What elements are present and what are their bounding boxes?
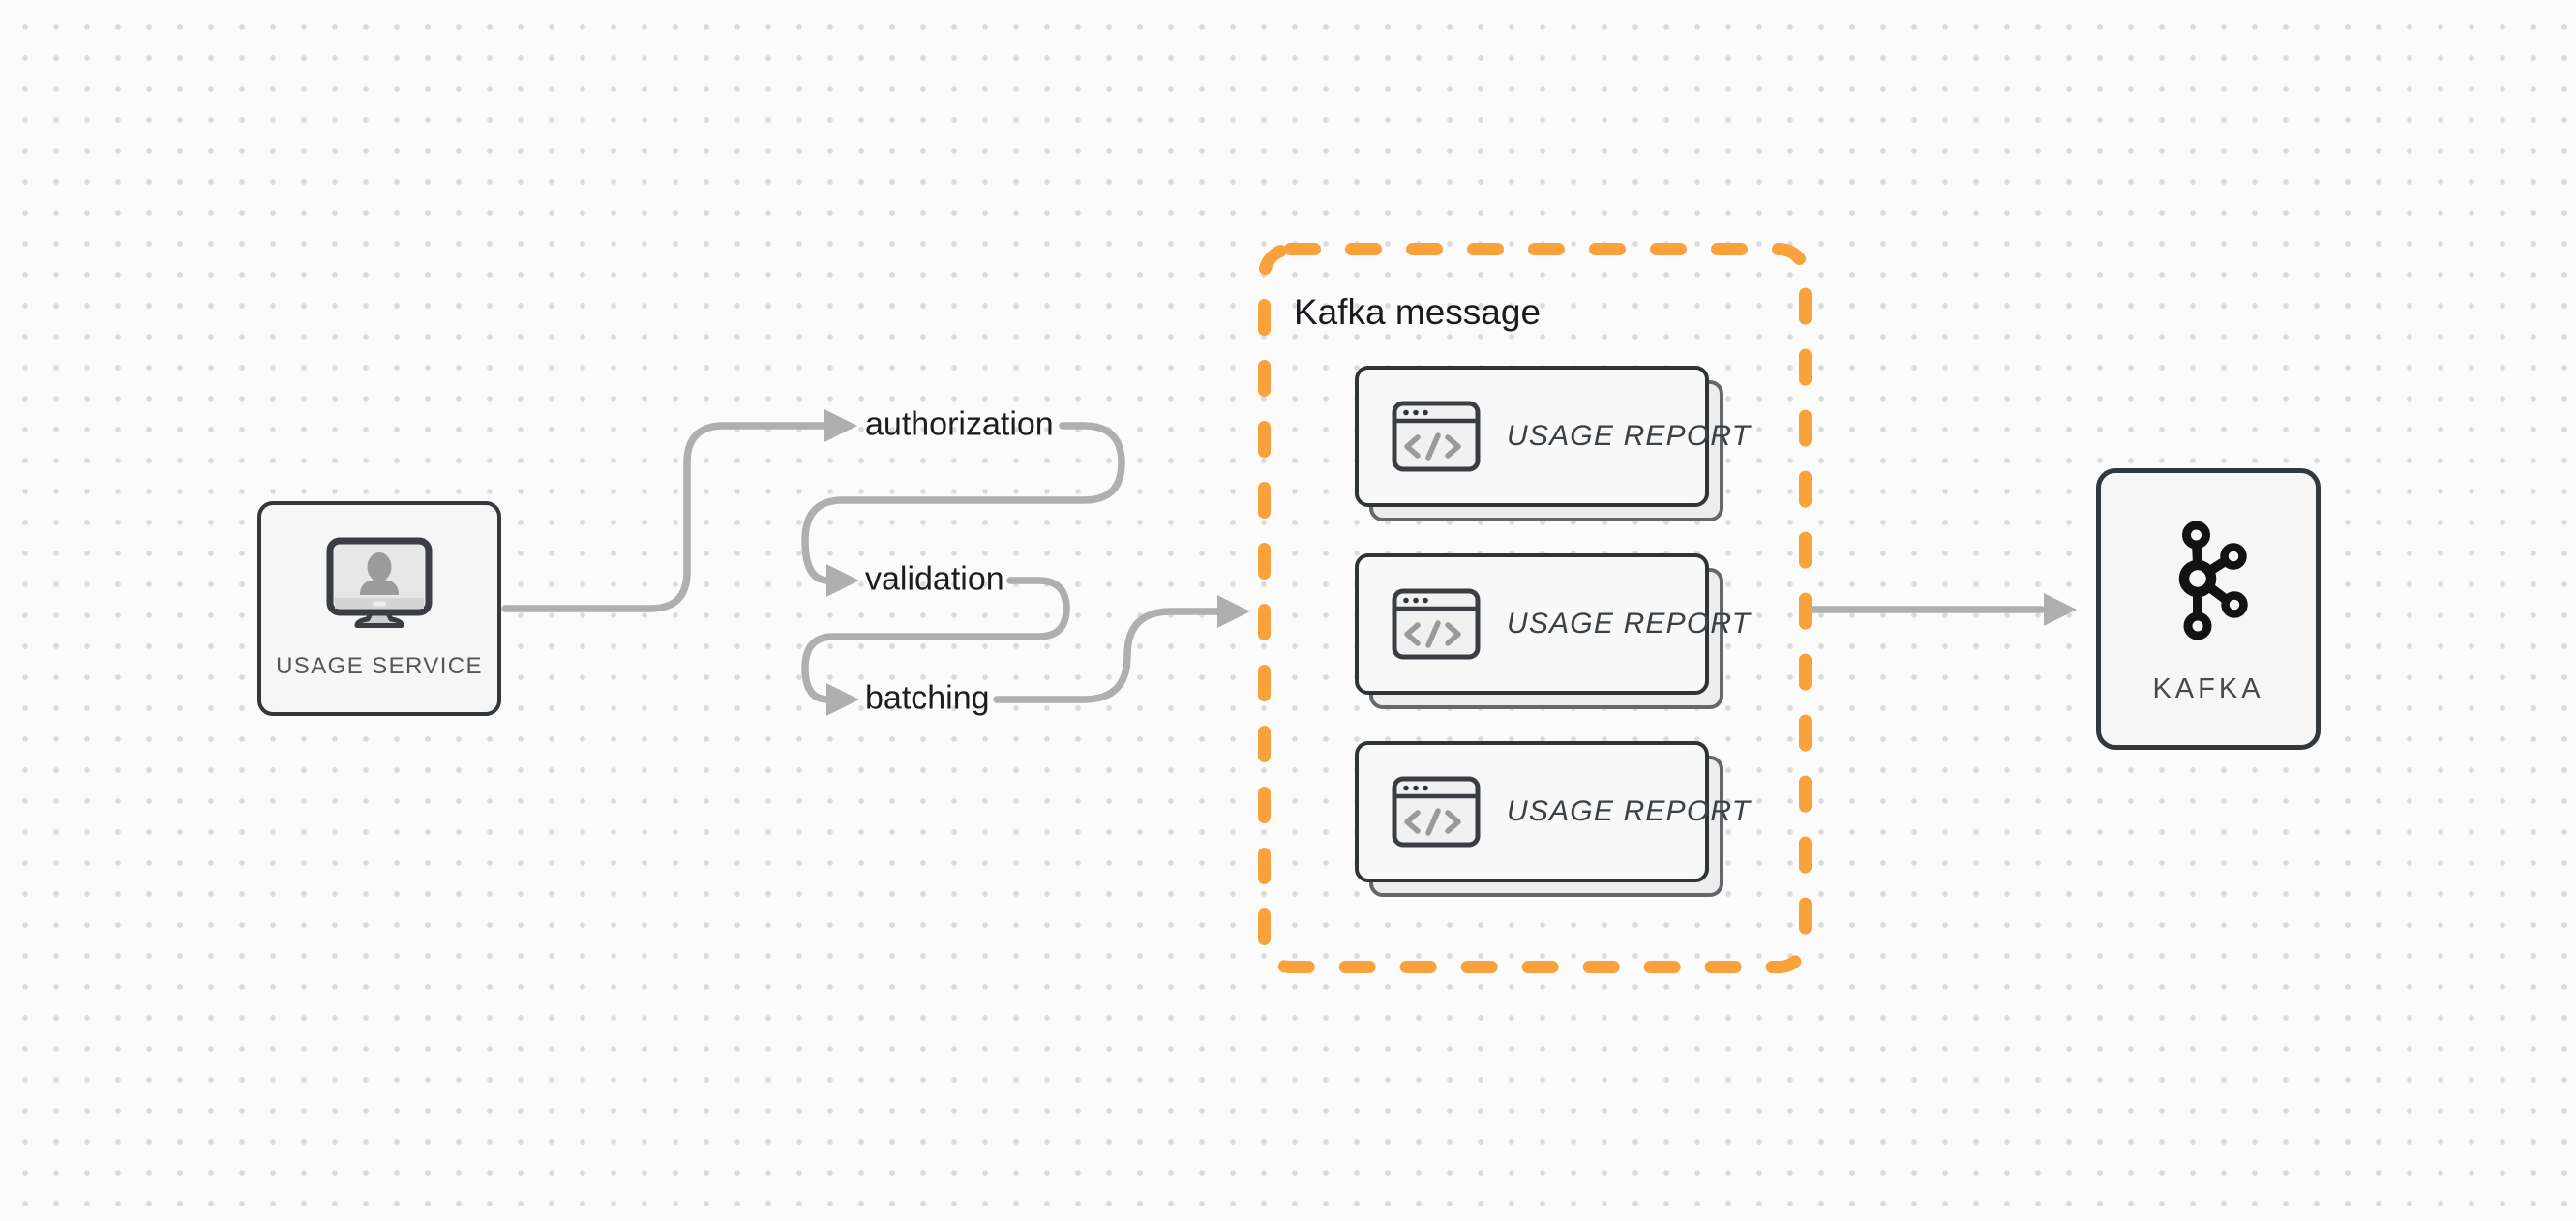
code-window-icon	[1392, 401, 1481, 472]
usage-report-label: USAGE REPORT	[1507, 608, 1752, 640]
code-window-icon	[1392, 776, 1481, 848]
kafka-message-group-title: Kafka message	[1294, 292, 1542, 332]
usage-report-card[interactable]: USAGE REPORT	[1355, 366, 1750, 521]
step-label-validation[interactable]: validation	[865, 560, 1004, 598]
usage-report-label: USAGE REPORT	[1507, 795, 1752, 827]
usage-report-label: USAGE REPORT	[1507, 420, 1752, 452]
arrow-batching-to-kafka-message	[993, 595, 1250, 703]
usage-service-label: USAGE SERVICE	[276, 653, 483, 679]
monitor-user-icon	[326, 537, 433, 628]
usage-report-card[interactable]: USAGE REPORT	[1355, 741, 1750, 897]
kafka-label: KAFKA	[2152, 673, 2264, 704]
kafka-logo-icon	[2178, 521, 2248, 640]
code-window-icon	[1392, 588, 1481, 660]
arrow-usage-service-to-authorization	[501, 409, 857, 612]
kafka-node[interactable]: KAFKA	[2096, 468, 2321, 750]
step-label-authorization[interactable]: authorization	[865, 405, 1054, 443]
usage-report-card[interactable]: USAGE REPORT	[1355, 553, 1750, 709]
step-label-batching[interactable]: batching	[865, 679, 990, 717]
usage-service-node[interactable]: USAGE SERVICE	[257, 501, 501, 716]
arrow-kafka-message-to-kafka	[1804, 593, 2077, 626]
